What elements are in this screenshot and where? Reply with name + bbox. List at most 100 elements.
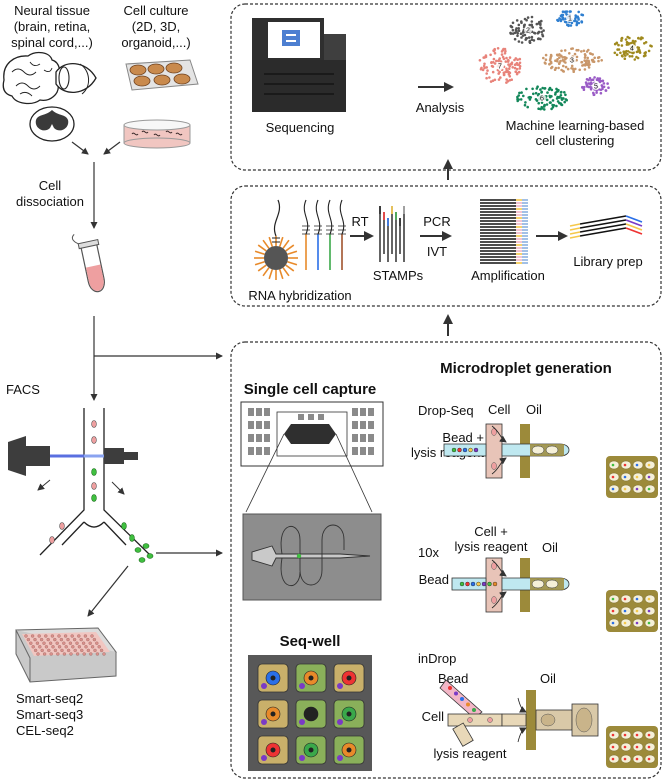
cluster-point [558,95,561,99]
cluster-point [520,21,523,25]
plate-well [70,634,74,638]
cluster-point [530,20,534,23]
dissociation-line-2: dissociation [16,194,84,209]
cluster-id-label: 4 [630,46,634,53]
plate-well [71,645,75,649]
cluster-point [554,66,558,70]
cluster-point [510,78,513,81]
collected-bead [635,757,639,761]
cluster-point [620,39,623,42]
indrop-bead [448,686,452,690]
collected-bead [635,609,639,613]
tenx-oil-label: Oil [542,540,558,555]
cluster-point [622,50,625,53]
cluster-point [617,43,620,47]
cluster-point [523,33,527,37]
chip-pad [352,434,358,442]
cluster-point [556,18,559,22]
cluster-point [502,47,505,51]
cluster-point [532,39,536,42]
microdroplet-title: Microdroplet generation [440,360,612,377]
plate-well [79,637,83,642]
cluster-point [562,70,565,73]
cluster-point [500,53,504,56]
cluster-point [577,21,581,25]
chip-pad [352,447,358,455]
cluster-point [540,101,544,104]
collected-bead [647,597,651,601]
cluster-point [574,17,577,20]
plate-well [37,634,41,638]
cluster-point [643,52,647,55]
flow-arrow [517,727,527,743]
cluster-point [563,100,566,104]
plate-well [93,648,97,653]
cluster-point [613,51,617,55]
cluster-point [524,101,527,104]
plate-well [53,648,58,653]
input-bead [468,447,473,453]
library-adapter [625,227,643,235]
plate-well [46,637,50,642]
cluster-point [560,13,564,17]
plate-well [29,641,33,645]
cluster-point [522,30,525,33]
cluster-point [488,76,491,79]
seqwell-nucleus [346,747,352,753]
cluster-point [517,94,520,97]
cluster-point [537,101,540,105]
plate-well [51,645,55,649]
plate-well [36,652,40,656]
cluster-point [485,76,488,80]
cluster-id-label: 2 [526,28,530,35]
cluster-point [582,88,586,91]
collected-bead [635,463,639,467]
plate-well [102,652,106,656]
plate-well [35,641,40,645]
cluster-point [493,51,497,55]
cluster-point [620,44,624,47]
cluster-point [504,60,508,63]
cluster-point [551,99,555,102]
bead-oligo [287,260,298,266]
dropseq-cell-label: Cell [488,402,511,417]
cluster-point [620,37,623,40]
plate-well [92,637,97,642]
cluster-point [519,32,523,35]
cluster-point [531,87,534,91]
culture-line-1: Cell culture [123,3,188,18]
input-bead [481,581,487,587]
chip-pad [256,434,262,442]
plate-method-1: Smart-seq2 [16,691,83,706]
bead-oligo [282,239,290,249]
cluster-point [525,87,528,91]
cluster-point [556,60,559,63]
collected-bead [611,475,615,479]
cluster-point [507,67,511,71]
cluster-point [528,39,532,43]
indrop-lysis-channel [452,722,474,747]
cluster-point [537,107,540,110]
plate-well [72,637,77,642]
collected-bead [647,463,651,467]
indrop-bead-label: Bead [438,671,468,686]
cluster-point [558,56,561,59]
chip-pad [308,414,314,420]
pcr-label: PCR [423,214,450,229]
cluster-point [570,21,574,25]
seq-well-title: Seq-well [280,633,341,650]
cluster-point [533,32,537,35]
cluster-id-label: 1 [568,16,572,23]
bead-oligo [278,269,284,280]
cluster-point [532,92,535,96]
cluster-point [492,57,496,61]
collected-bead [611,609,615,613]
cluster-point [583,59,586,62]
cluster-point [517,27,520,30]
bead-oligo [257,264,267,272]
plate-well [63,634,68,638]
indrop-cell [467,717,473,723]
cluster-point [641,36,644,40]
cluster-point [573,52,577,56]
collected-bead [623,487,627,491]
